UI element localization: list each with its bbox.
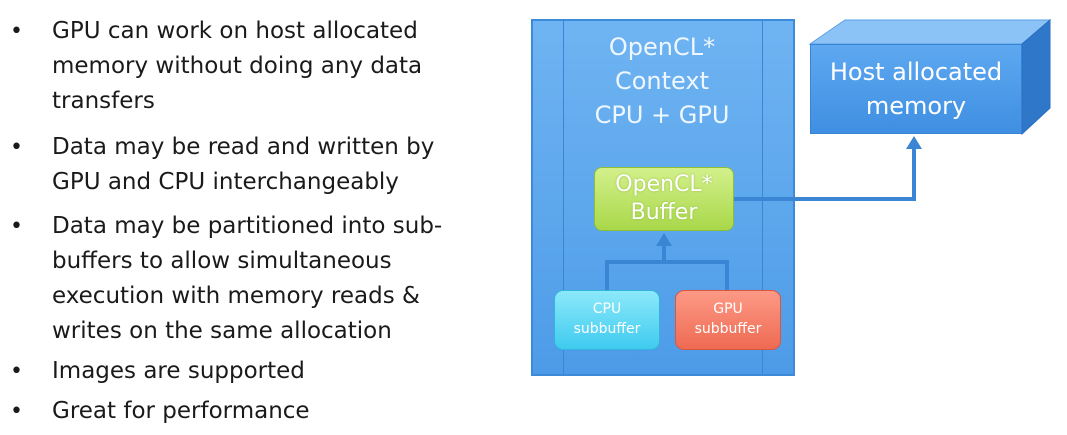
bullet-text: Great for performance <box>52 398 310 424</box>
bullet-marker: • <box>10 399 23 424</box>
bullet-text: Data may be partitioned into sub- buffer… <box>52 213 443 344</box>
cpu-subbuffer-label: CPU subbuffer <box>573 301 641 337</box>
buffer-to-host-connector <box>734 145 916 201</box>
bullet-marker: • <box>10 19 23 44</box>
bullet-list: • GPU can work on host allocated memory … <box>0 0 520 435</box>
opencl-context-title: OpenCL* Context CPU + GPU <box>594 33 730 129</box>
cpu-subbuffer-box <box>554 290 660 350</box>
host-memory-box <box>810 44 1022 134</box>
host-memory-side-face <box>1021 18 1051 136</box>
host-memory-label: Host allocated memory <box>829 58 1003 120</box>
buffer-arrowhead <box>656 233 672 246</box>
opencl-buffer-box <box>594 167 734 231</box>
subbuffer-join-connector <box>605 260 729 290</box>
bullet-marker: • <box>10 359 23 384</box>
gpu-subbuffer-box <box>675 290 781 350</box>
opencl-buffer-label: OpenCL* Buffer <box>615 172 713 225</box>
bullet-text: Images are supported <box>52 358 305 384</box>
bullet-marker: • <box>10 135 23 160</box>
bullet-text: Data may be read and written by GPU and … <box>52 134 435 195</box>
bullet-text: GPU can work on host allocated memory wi… <box>52 18 423 114</box>
gpu-subbuffer-label: GPU subbuffer <box>694 301 762 337</box>
host-arrowhead <box>906 136 922 149</box>
bullet-marker: • <box>10 214 23 239</box>
